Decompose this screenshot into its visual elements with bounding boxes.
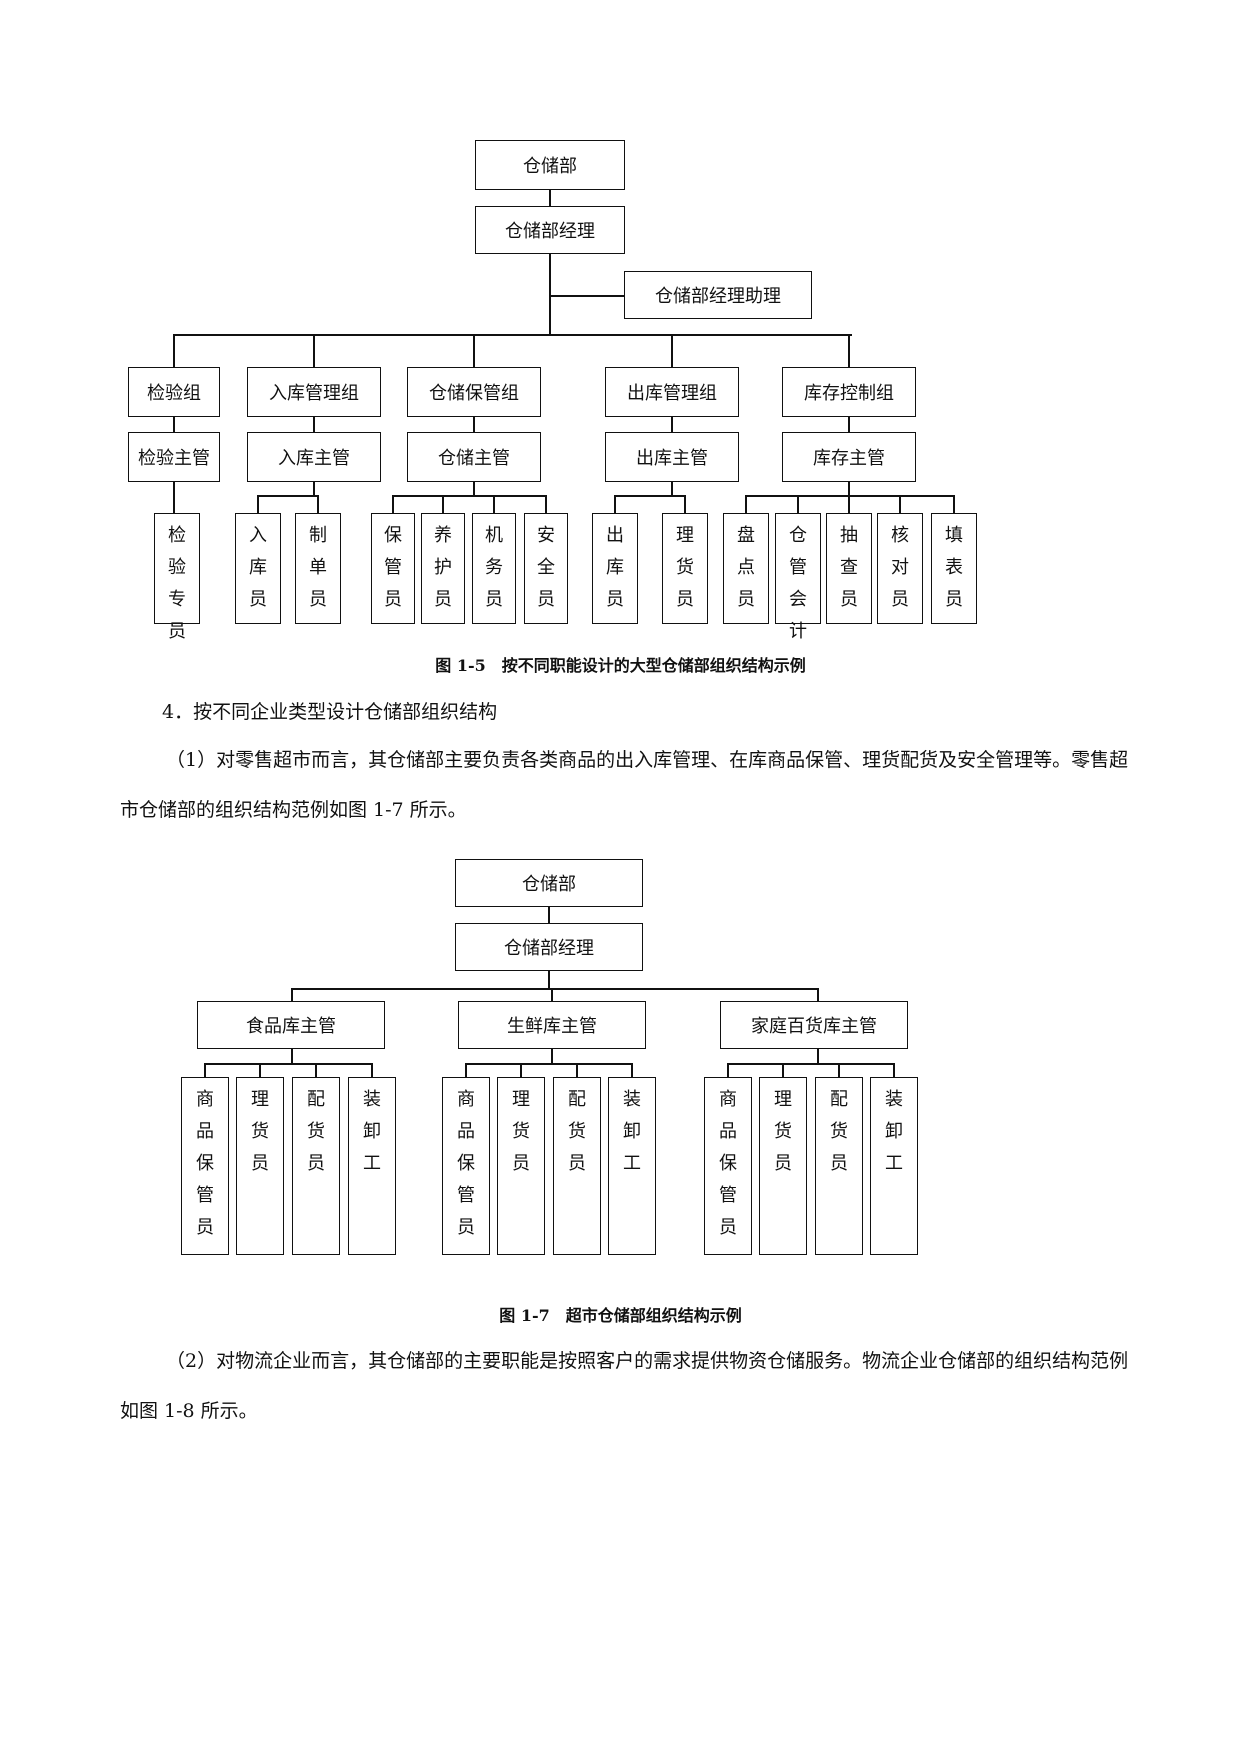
fig1-staff-label: 核对员: [891, 525, 909, 610]
fig2-staff-node: 商品保管员: [704, 1077, 752, 1255]
fig2-staff-node: 装卸工: [348, 1077, 396, 1255]
fig2-staff-label: 商品保管员: [719, 1089, 737, 1238]
fig2-staff-label: 装卸工: [623, 1089, 641, 1174]
fig1-staff-node: 出库员: [592, 513, 638, 624]
fig2-staff-node: 理货员: [759, 1077, 807, 1255]
fig1-lead-label: 入库主管: [278, 448, 350, 469]
fig2-lead-label: 食品库主管: [246, 1016, 336, 1037]
fig2-staff-node: 配货员: [815, 1077, 863, 1255]
fig1-root-node: 仓储部: [475, 140, 625, 190]
fig2-staff-label: 配货员: [830, 1089, 848, 1174]
fig2-root-node: 仓储部: [455, 859, 643, 907]
fig1-staff-node: 抽查员: [826, 513, 872, 624]
fig1-manager-node: 仓储部经理: [475, 206, 625, 254]
fig1-group-node: 库存控制组: [782, 367, 916, 417]
fig1-group-label: 入库管理组: [269, 383, 359, 404]
fig1-group-label: 检验组: [147, 383, 201, 404]
fig1-lead-label: 出库主管: [636, 448, 708, 469]
fig1-assistant-label: 仓储部经理助理: [655, 286, 781, 307]
fig2-manager-node: 仓储部经理: [455, 923, 643, 971]
fig2-lead-label: 家庭百货库主管: [751, 1016, 877, 1037]
fig1-group-node: 入库管理组: [247, 367, 381, 417]
fig2-lead-node: 生鲜库主管: [458, 1001, 646, 1049]
fig1-staff-label: 养护员: [434, 525, 452, 610]
fig2-lead-label: 生鲜库主管: [507, 1016, 597, 1037]
fig1-staff-node: 入库员: [235, 513, 281, 624]
fig2-root-label: 仓储部: [522, 874, 576, 895]
fig2-staff-node: 理货员: [236, 1077, 284, 1255]
fig1-staff-node: 仓管会计: [775, 513, 821, 642]
fig1-lead-node: 仓储主管: [407, 432, 541, 482]
fig1-lead-label: 检验主管: [138, 448, 210, 469]
fig1-lead-node: 检验主管: [128, 432, 220, 482]
fig2-staff-node: 配货员: [292, 1077, 340, 1255]
fig1-group-label: 仓储保管组: [429, 383, 519, 404]
fig1-staff-node: 核对员: [877, 513, 923, 624]
fig2-caption: 图 1-7 超市仓储部组织结构示例: [499, 1306, 742, 1325]
fig2-staff-label: 商品保管员: [196, 1089, 214, 1238]
fig1-staff-label: 填表员: [945, 525, 963, 610]
section-heading: 4．按不同企业类型设计仓储部组织结构: [162, 701, 498, 723]
fig1-staff-label: 安全员: [537, 525, 555, 610]
paragraph-logistics: （2）对物流企业而言，其仓储部的主要职能是按照客户的需求提供物资仓储服务。物流企…: [120, 1350, 1129, 1422]
fig2-staff-label: 商品保管员: [457, 1089, 475, 1238]
fig2-staff-label: 配货员: [568, 1089, 586, 1174]
fig2-staff-label: 配货员: [307, 1089, 325, 1174]
fig2-staff-label: 理货员: [512, 1089, 530, 1174]
fig1-staff-label: 盘点员: [737, 525, 755, 610]
fig1-staff-node: 制单员: [295, 513, 341, 624]
fig1-staff-label: 保管员: [384, 525, 402, 610]
fig1-caption: 图 1-5 按不同职能设计的大型仓储部组织结构示例: [435, 656, 806, 675]
fig1-lead-node: 入库主管: [247, 432, 381, 482]
fig1-manager-label: 仓储部经理: [505, 221, 595, 242]
fig1-root-label: 仓储部: [523, 156, 577, 177]
fig2-staff-node: 配货员: [553, 1077, 601, 1255]
fig1-staff-label: 机务员: [485, 525, 503, 610]
fig1-staff-node: 理货员: [662, 513, 708, 624]
fig2-lead-node: 家庭百货库主管: [720, 1001, 908, 1049]
fig1-group-node: 出库管理组: [605, 367, 739, 417]
fig1-staff-node: 养护员: [421, 513, 465, 624]
fig2-staff-node: 商品保管员: [181, 1077, 229, 1255]
fig1-lead-label: 仓储主管: [438, 448, 510, 469]
fig1-staff-node: 机务员: [472, 513, 516, 624]
fig1-staff-node: 盘点员: [723, 513, 769, 624]
fig1-group-label: 出库管理组: [627, 383, 717, 404]
fig2-staff-node: 理货员: [497, 1077, 545, 1255]
fig1-assistant-node: 仓储部经理助理: [624, 271, 812, 319]
fig2-staff-label: 理货员: [251, 1089, 269, 1174]
fig1-staff-label: 入库员: [249, 525, 267, 610]
fig1-group-node: 检验组: [128, 367, 220, 417]
fig1-staff-label: 制单员: [309, 525, 327, 610]
fig1-group-label: 库存控制组: [804, 383, 894, 404]
fig1-staff-node: 保管员: [371, 513, 415, 624]
fig2-manager-label: 仓储部经理: [504, 938, 594, 959]
fig1-staff-label: 理货员: [676, 525, 694, 610]
fig2-lead-node: 食品库主管: [197, 1001, 385, 1049]
fig2-staff-label: 装卸工: [885, 1089, 903, 1174]
fig1-staff-label: 出库员: [606, 525, 624, 610]
fig1-staff-node: 安全员: [524, 513, 568, 624]
fig1-lead-label: 库存主管: [813, 448, 885, 469]
fig1-staff-label: 仓管会计: [789, 525, 807, 642]
fig2-staff-node: 装卸工: [870, 1077, 918, 1255]
fig1-lead-node: 库存主管: [782, 432, 916, 482]
paragraph-retail: （1）对零售超市而言，其仓储部主要负责各类商品的出入库管理、在库商品保管、理货配…: [120, 749, 1129, 821]
fig1-staff-label: 抽查员: [840, 525, 858, 610]
fig1-lead-node: 出库主管: [605, 432, 739, 482]
fig1-staff-label: 检验专员: [168, 525, 186, 642]
fig2-staff-label: 装卸工: [363, 1089, 381, 1174]
fig2-staff-node: 装卸工: [608, 1077, 656, 1255]
fig2-staff-label: 理货员: [774, 1089, 792, 1174]
fig1-staff-node: 检验专员: [154, 513, 200, 642]
fig1-group-node: 仓储保管组: [407, 367, 541, 417]
fig2-staff-node: 商品保管员: [442, 1077, 490, 1255]
fig1-staff-node: 填表员: [931, 513, 977, 624]
